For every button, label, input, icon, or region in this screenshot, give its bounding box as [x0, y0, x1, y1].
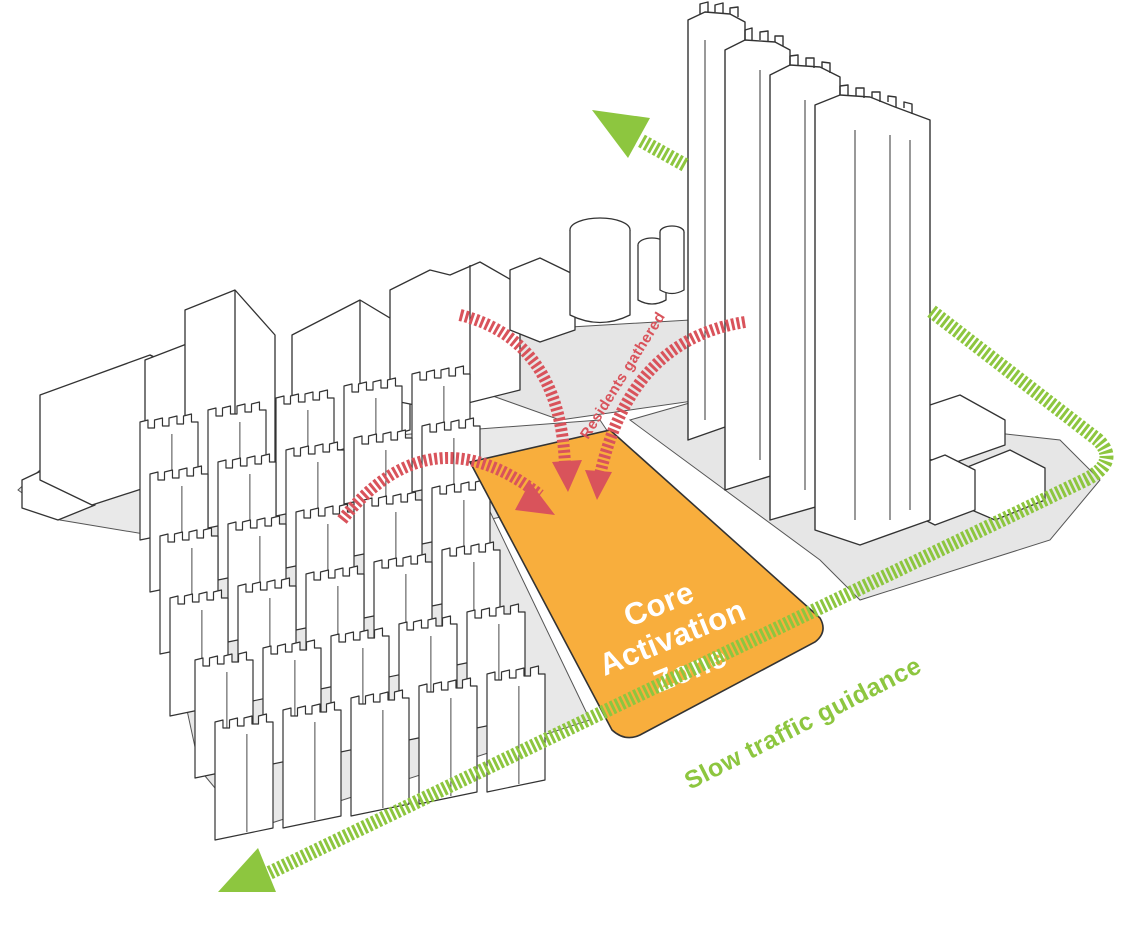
traffic-path-top-icon	[640, 140, 685, 165]
residential-block	[283, 702, 341, 828]
traffic-arrowhead-topleft-icon	[592, 110, 650, 158]
residential-block	[351, 690, 409, 816]
traffic-arrowhead-bottomleft-icon	[218, 848, 276, 892]
residential-block	[487, 666, 545, 792]
residential-block	[215, 714, 273, 840]
highrise-towers	[688, 2, 930, 545]
